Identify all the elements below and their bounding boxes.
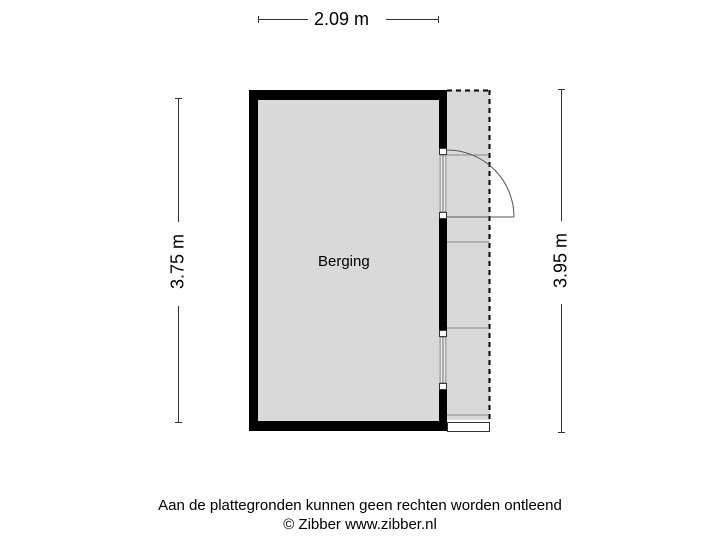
dimension-tick (558, 432, 565, 433)
room-label-berging: Berging (318, 253, 370, 270)
room-floor-berging (258, 100, 439, 421)
dimension-line (561, 304, 562, 432)
wall-top (249, 90, 447, 100)
dimension-line (178, 306, 179, 422)
dimension-tick (175, 422, 182, 423)
dimension-line (258, 19, 308, 20)
door (439, 148, 447, 219)
footer-copyright: © Zibber www.zibber.nl (283, 516, 437, 533)
wall-bottom (249, 421, 447, 431)
outdoor-strip (447, 90, 490, 420)
wall-right-bottom (439, 389, 447, 431)
width-label: 2.09 m (314, 9, 370, 29)
dimension-line (386, 19, 438, 20)
wall-right-middle (439, 219, 447, 330)
footer-disclaimer: Aan de plattegronden kunnen geen rechten… (158, 497, 562, 514)
dimension-line (178, 98, 179, 222)
dimension-tick (438, 16, 439, 23)
window (439, 330, 447, 390)
wall-left (249, 90, 258, 431)
dimension-line (561, 89, 562, 221)
wall-right-top (439, 90, 447, 148)
